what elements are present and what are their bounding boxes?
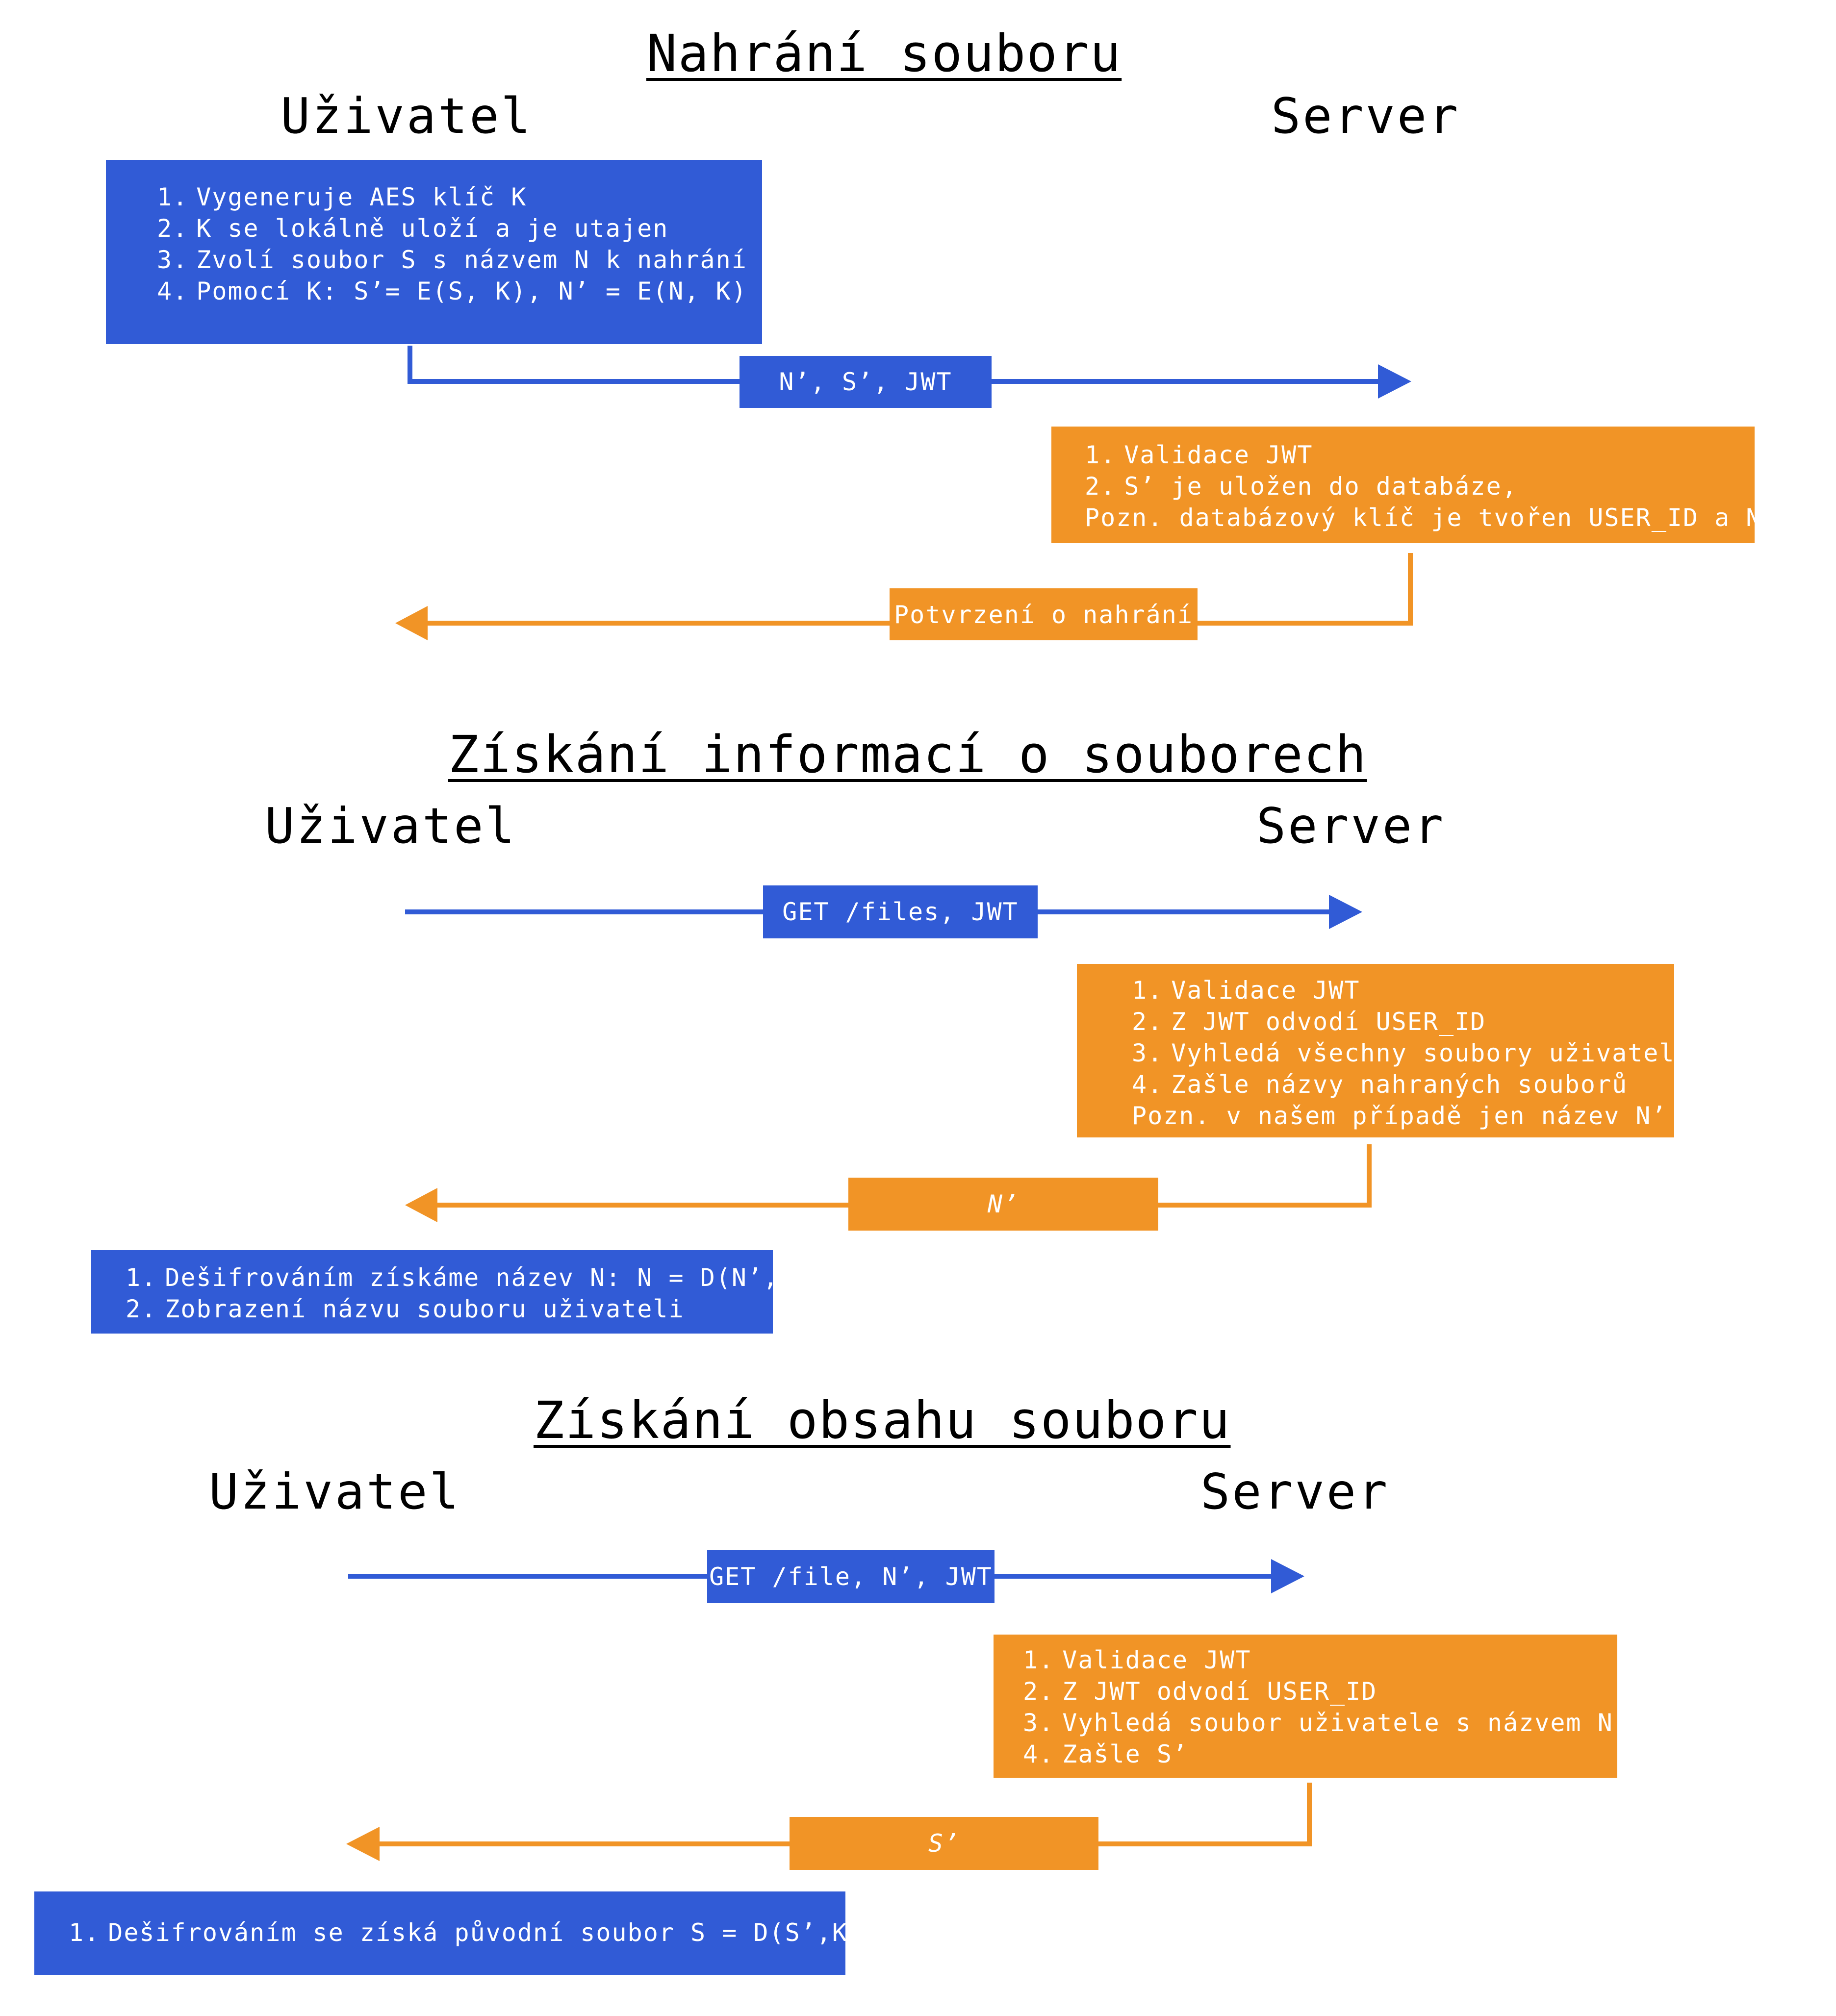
content-server-steps-list: 1.Validace JWT 2.Z JWT odvodí USER_ID 3.… (1023, 1644, 1629, 1770)
list-item: 2.Z JWT odvodí USER_ID (1132, 1008, 1486, 1036)
list-item: 1.Validace JWT (1132, 976, 1360, 1005)
list-item: 2.Z JWT odvodí USER_ID (1023, 1677, 1377, 1706)
upload-server-steps-list: 1.Validace JWT 2.S’ je uložen do databáz… (1085, 439, 1778, 533)
list-item: 1.Vygeneruje AES klíč K (157, 183, 527, 211)
list-item: 4.Pomocí K: S’= E(S, K), N’ = E(N, K) (157, 277, 747, 305)
content-response-label: S’ (790, 1817, 1098, 1870)
content-request-arrowhead (1271, 1559, 1304, 1593)
list-response-arrow (432, 1144, 1372, 1208)
upload-response-arrowhead (395, 606, 428, 640)
content-response-arrowhead (346, 1827, 380, 1861)
upload-request-arrowhead (1378, 364, 1411, 399)
content-user-steps-list: 1.Dešifrováním se získá původní soubor S… (69, 1917, 864, 1948)
actor-server-list: Server (1256, 797, 1446, 855)
actor-user-upload: Uživatel (280, 87, 533, 145)
list-request-label: GET /files, JWT (763, 885, 1038, 938)
actor-user-list: Uživatel (265, 797, 517, 855)
section-title-content: Získání obsahu souboru (534, 1390, 1231, 1450)
upload-server-steps-box: 1.Validace JWT 2.S’ je uložen do databáz… (1051, 427, 1778, 543)
list-item: 4.Zašle názvy nahraných souborů (1132, 1070, 1628, 1099)
content-server-steps-box: 1.Validace JWT 2.Z JWT odvodí USER_ID 3.… (994, 1635, 1629, 1778)
list-request-arrowhead (1329, 895, 1362, 929)
list-user-steps-box: 1.Dešifrováním získáme název N: N = D(N’… (91, 1250, 811, 1334)
section-title-list: Získání informací o souborech (448, 725, 1367, 784)
upload-request-arrow (408, 346, 1383, 384)
list-item: 3.Vyhledá všechny soubory uživatele (1132, 1039, 1691, 1067)
actor-server-upload: Server (1271, 87, 1460, 145)
list-item: Pozn. databázový klíč je tvořen USER_ID … (1085, 504, 1778, 532)
content-response-arrow (374, 1783, 1312, 1846)
list-item: 4.Zašle S’ (1023, 1740, 1189, 1768)
upload-request-label: N’, S’, JWT (740, 356, 992, 408)
upload-response-label: Potvrzení o nahrání (890, 588, 1198, 640)
upload-user-steps-box: 1.Vygeneruje AES klíč K 2.K se lokálně u… (106, 160, 762, 344)
list-item: 2.S’ je uložen do databáze, (1085, 472, 1518, 501)
list-item: 1.Dešifrováním získáme název N: N = D(N’… (126, 1263, 811, 1292)
list-user-steps-list: 1.Dešifrováním získáme název N: N = D(N’… (126, 1262, 811, 1325)
list-response-label: N’ (848, 1178, 1158, 1231)
list-item: 1.Dešifrováním se získá původní soubor S… (69, 1918, 864, 1947)
actor-user-content: Uživatel (209, 1463, 461, 1520)
list-item: 3.Zvolí soubor S s názvem N k nahrání (157, 246, 747, 274)
list-item: 3.Vyhledá soubor uživatele s názvem N’ (1023, 1709, 1629, 1737)
list-server-steps-list: 1.Validace JWT 2.Z JWT odvodí USER_ID 3.… (1132, 975, 1691, 1132)
list-response-arrowhead (405, 1188, 437, 1222)
upload-response-arrow (422, 553, 1413, 626)
section-title-upload: Nahrání souboru (646, 24, 1122, 83)
upload-user-steps-list: 1.Vygeneruje AES klíč K 2.K se lokálně u… (157, 181, 762, 307)
list-item: 2.K se lokálně uloží a je utajen (157, 214, 669, 243)
list-server-steps-box: 1.Validace JWT 2.Z JWT odvodí USER_ID 3.… (1077, 964, 1691, 1137)
content-user-steps-box: 1.Dešifrováním se získá původní soubor S… (34, 1891, 864, 1975)
list-item: 2.Zobrazení názvu souboru uživateli (126, 1295, 685, 1323)
list-item: 1.Validace JWT (1023, 1646, 1251, 1674)
content-request-label: GET /file, N’, JWT (707, 1550, 994, 1603)
list-item: 1.Validace JWT (1085, 441, 1313, 469)
actor-server-content: Server (1200, 1463, 1390, 1520)
list-item: Pozn. v našem případě jen název N’ (1132, 1102, 1667, 1130)
